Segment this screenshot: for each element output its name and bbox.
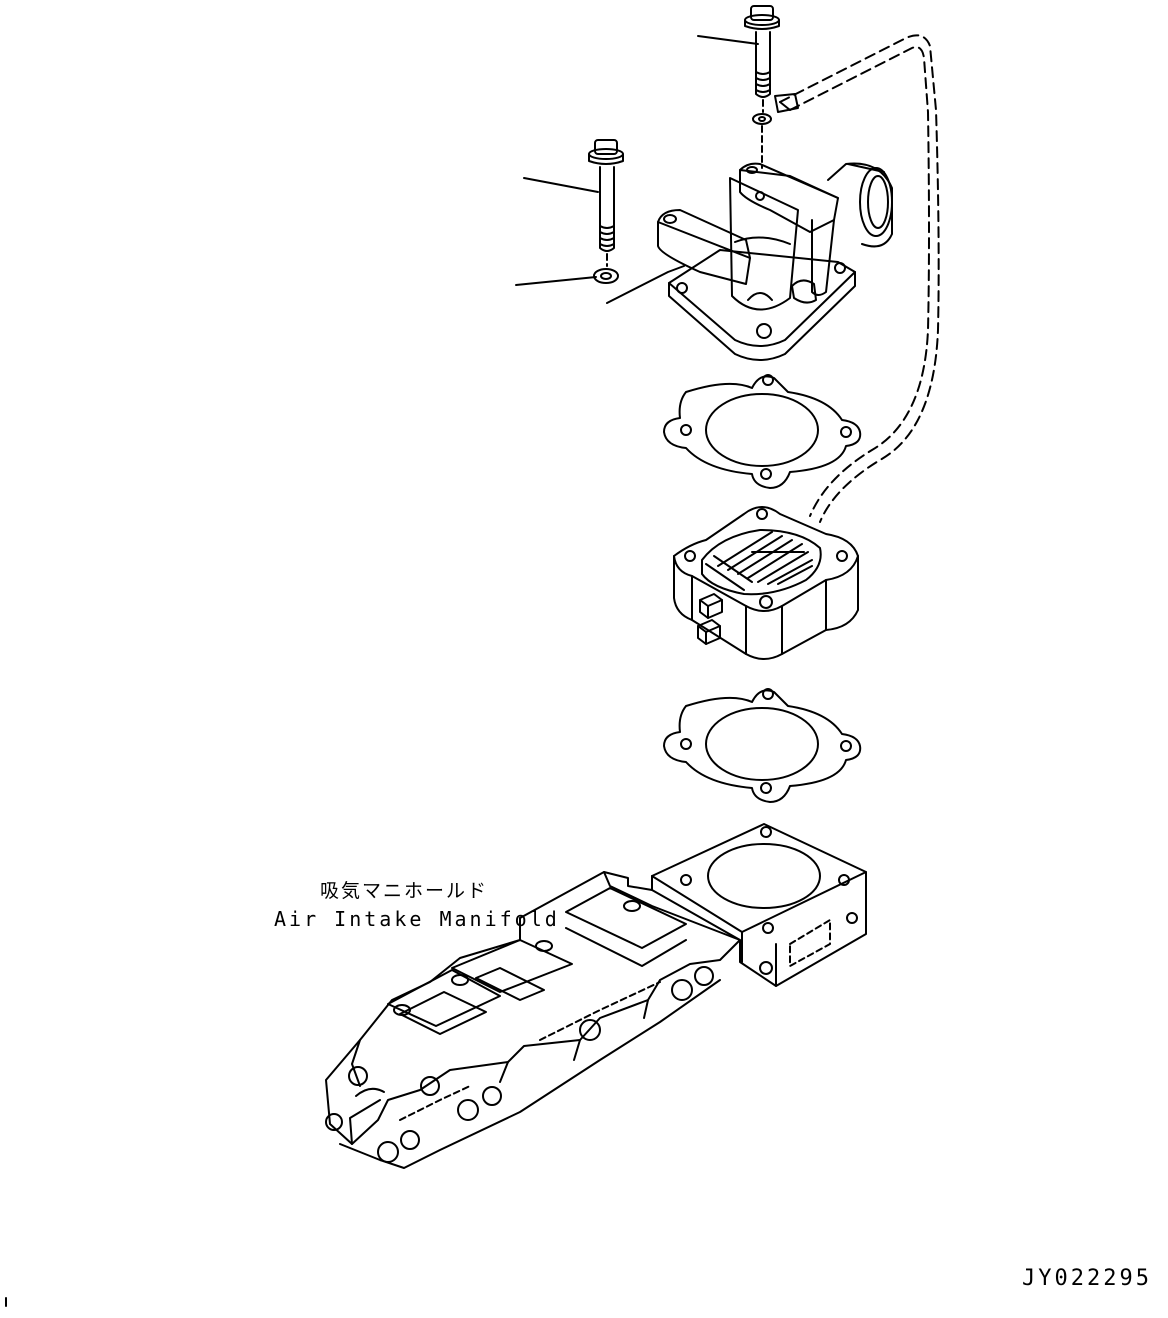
outlet-housing — [658, 164, 892, 361]
terminal-nut-lower — [698, 620, 720, 644]
left-flange-bolt — [589, 140, 623, 266]
leader-lines — [516, 36, 758, 303]
top-washer — [753, 114, 771, 168]
leader-line-washer-to-housing — [607, 266, 684, 303]
leader-line-top-bolt — [698, 36, 758, 44]
part-label-english: Air Intake Manifold — [274, 907, 560, 931]
terminal-nut-upper — [700, 594, 722, 618]
top-flange-bolt — [745, 6, 779, 112]
leader-line-washer — [516, 277, 596, 285]
sensor-tube — [780, 35, 939, 522]
lower-gasket — [664, 689, 860, 802]
drawing-code: JY022295 — [1022, 1266, 1152, 1291]
tube-fitting — [775, 94, 798, 112]
intake-heater-flange — [674, 507, 858, 659]
part-label-japanese: 吸気マニホールド — [320, 880, 489, 902]
upper-gasket — [664, 375, 860, 488]
left-washer — [594, 269, 618, 283]
leader-line-left-bolt — [524, 178, 598, 192]
air-intake-manifold — [326, 824, 866, 1168]
